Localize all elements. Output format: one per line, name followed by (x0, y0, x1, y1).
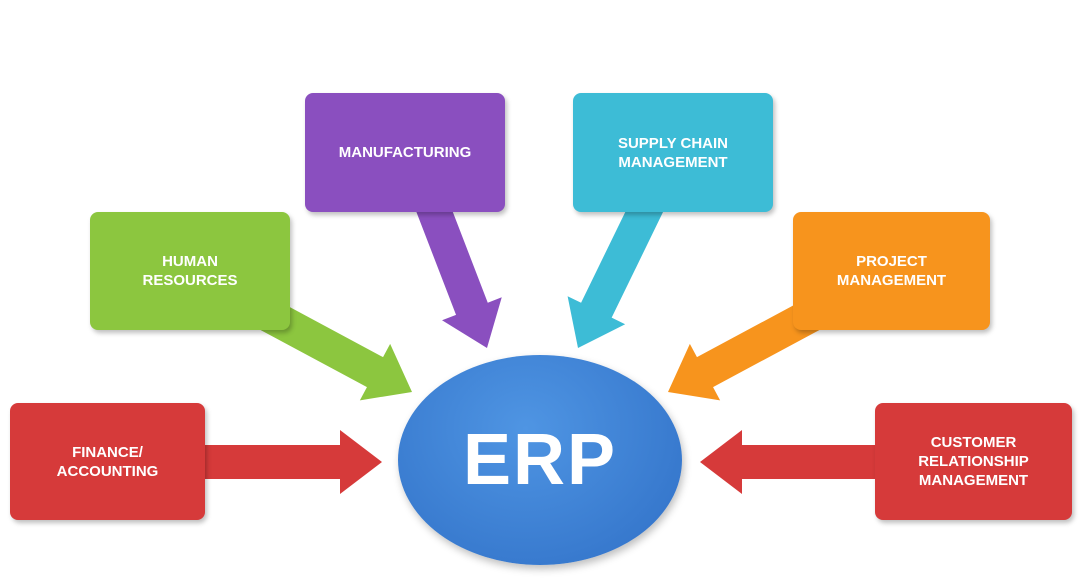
scm-arrow (567, 192, 666, 348)
manufacturing-label: MANUFACTURING (338, 144, 472, 161)
supply-chain-box: SUPPLY CHAIN MANAGEMENT (573, 93, 773, 212)
erp-center-ellipse: ERP (398, 355, 682, 565)
project-management-box: PROJECT MANAGEMENT (793, 212, 990, 330)
supply-chain-label: SUPPLY CHAIN MANAGEMENT (617, 134, 729, 171)
finance-accounting-box: FINANCE/ ACCOUNTING (10, 403, 205, 520)
manufacturing-arrow (414, 193, 502, 348)
finance-arrow (190, 430, 382, 494)
crm-label: CUSTOMER RELATIONSHIP MANAGEMENT (918, 434, 1029, 489)
finance-label: FINANCE/ ACCOUNTING (56, 443, 159, 480)
crm-arrow (700, 430, 890, 494)
hr-label: HUMAN RESOURCES (142, 253, 238, 289)
crm-box: CUSTOMER RELATIONSHIP MANAGEMENT (875, 403, 1072, 520)
project-label: PROJECT MANAGEMENT (836, 253, 947, 289)
manufacturing-box: MANUFACTURING (305, 93, 505, 212)
erp-label: ERP (462, 420, 618, 500)
human-resources-box: HUMAN RESOURCES (90, 212, 290, 330)
